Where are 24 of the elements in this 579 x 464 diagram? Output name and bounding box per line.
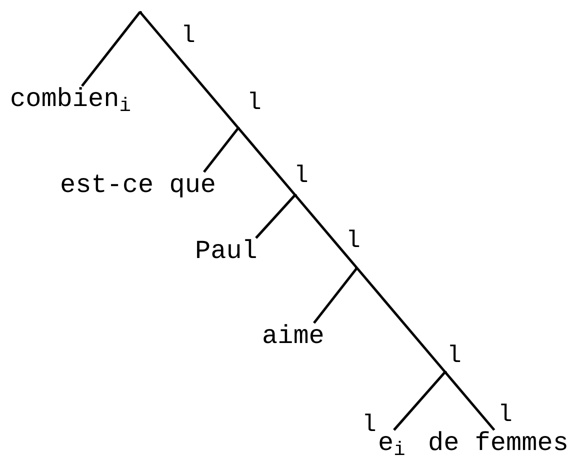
branch-line: [444, 371, 496, 431]
leaf-word: e$_{i}$: [378, 430, 406, 456]
leaf-word: est-ce que: [60, 172, 216, 198]
branch-line: [313, 267, 358, 324]
branch-line: [356, 267, 446, 373]
node-label: l: [498, 404, 512, 428]
leaf-word: aime: [262, 323, 324, 349]
leaf-word: Paul: [195, 238, 258, 264]
node-label: l: [247, 92, 262, 116]
leaf-word: de femmes: [428, 430, 568, 456]
branch-line: [139, 11, 240, 129]
branch-line: [203, 127, 240, 173]
branch-point: [138, 10, 142, 14]
branch-line: [393, 371, 446, 431]
branch-line: [294, 194, 358, 269]
branch-line: [81, 11, 141, 87]
node-label: l: [447, 345, 462, 369]
branch-line: [237, 127, 296, 196]
branch-line: [255, 194, 296, 239]
node-label: l: [362, 414, 376, 438]
node-label: l: [294, 165, 308, 189]
node-label: l: [181, 25, 196, 49]
node-label: l: [346, 230, 360, 254]
leaf-word: combien$_{i}$: [10, 86, 131, 112]
